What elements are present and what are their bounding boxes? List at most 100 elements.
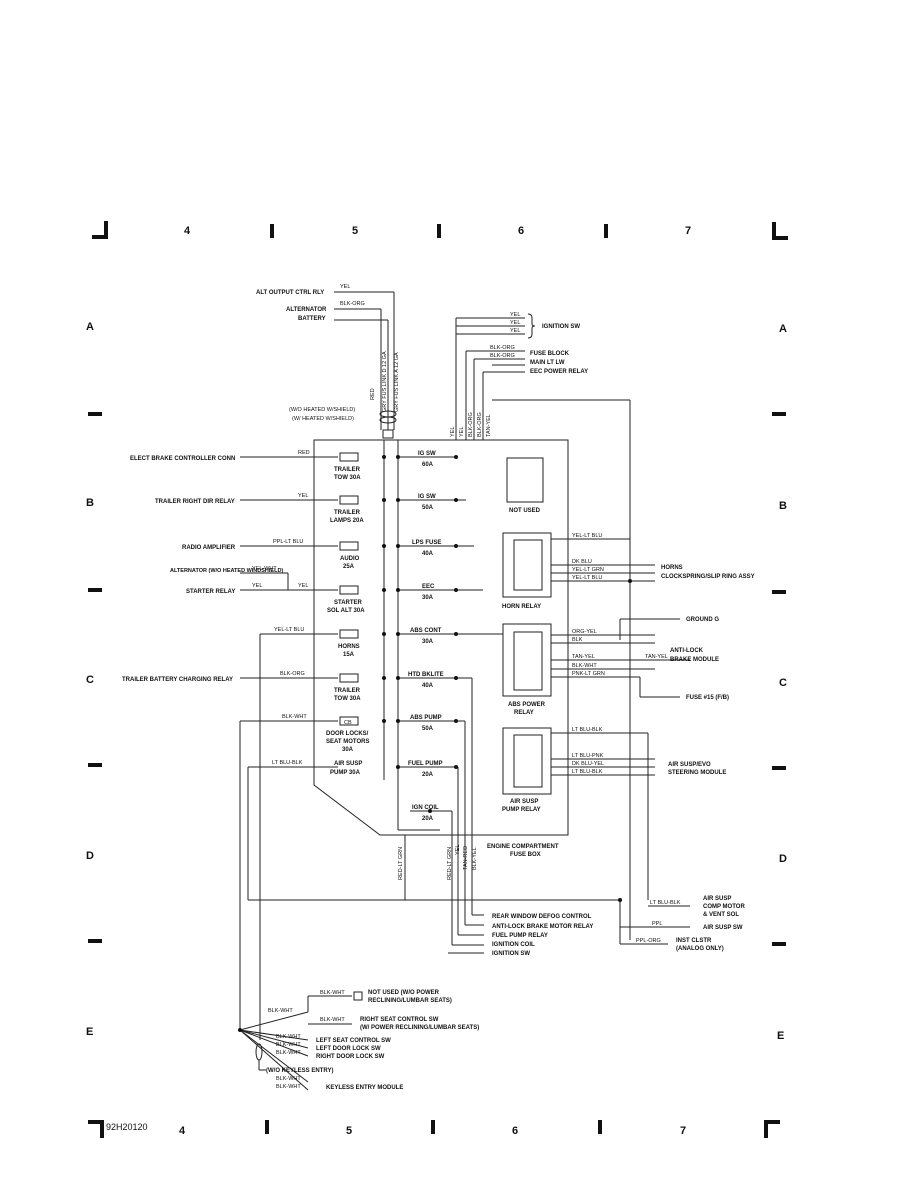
- eec-power-relay-label: EEC POWER RELAY: [530, 369, 588, 375]
- wire-air-4: LT BLU-BLK: [572, 769, 603, 775]
- comp-motor-label-1: AIR SUSP: [703, 896, 731, 902]
- fuse-box-outline: ENGINE COMPARTMENT FUSE BOX: [313, 399, 631, 940]
- alternator-wo-heated-label: ALTERNATOR (W/O HEATED WINDSHIELD): [170, 568, 283, 574]
- starter-relay-label: STARTER RELAY: [186, 589, 235, 595]
- wire-blk-wht-3: BLK-WHT: [320, 1017, 345, 1023]
- fuse-horns-name: HORNS: [338, 644, 360, 650]
- fuse-15-label: FUSE #15 (F/B): [686, 695, 729, 701]
- comp-motor-label-3: & VENT SOL: [703, 912, 739, 918]
- col-label-top-7: 7: [685, 225, 691, 237]
- relays: NOT USED HORN RELAY ABS POWER RELAY AIR …: [502, 457, 552, 813]
- abs-module-label-2: BRAKE MODULE: [670, 657, 719, 663]
- wire-lt-blu-blk-left: LT BLU-BLK: [272, 760, 303, 766]
- fuse-audio-name: AUDIO: [340, 556, 360, 562]
- tick-right-4: [772, 942, 786, 946]
- bottom-outputs: RED-LT GRN RED-LT GRN YEL TAN-RED BLK-YE…: [398, 835, 593, 957]
- tick-bottom-3: [598, 1120, 602, 1134]
- row-label-left-b: B: [86, 497, 94, 509]
- ignition-coil-label: IGNITION COIL: [492, 942, 535, 948]
- ignition-sw-label: IGNITION SW: [542, 324, 580, 330]
- row-label-left-d: D: [86, 850, 94, 862]
- fuse-ig-sw-50-rating: 50A: [422, 505, 434, 511]
- wire-abs-5: PNK-LT GRN: [572, 671, 605, 677]
- fuse-trailer-tow-rating: TOW 30A: [334, 475, 361, 481]
- battery-label: BATTERY: [298, 316, 326, 322]
- bottom-left-connections: BLK-WHT BLK-WHT BLK-WHT NOT USED (W/O PO…: [239, 721, 479, 1091]
- tick-left-1: [88, 412, 102, 416]
- fuel-pump-relay-label: FUEL PUMP RELAY: [492, 933, 548, 939]
- fuse-door-locks-extra: 30A: [342, 747, 354, 753]
- wire-horn-1: YEL-LT BLU: [572, 533, 602, 539]
- wire-yel-starter-2: YEL: [298, 583, 308, 589]
- vwire-yel-bottom: YEL: [455, 845, 461, 855]
- wire-yel-lt-blu-left: YEL-LT BLU: [274, 627, 304, 633]
- fuses-left: TRAILER TOW 30A TRAILER LAMPS 20A AUDIO …: [326, 452, 369, 776]
- wire-red-vertical: RED: [370, 388, 376, 400]
- row-label-left-c: C: [86, 674, 94, 686]
- horn-relay-label: HORN RELAY: [502, 604, 541, 610]
- elect-brake-controller-label: ELECT BRAKE CONTROLLER CONN: [130, 456, 235, 462]
- fuse-abs-cont-name: ABS CONT: [410, 628, 442, 634]
- row-label-right-a: A: [779, 323, 787, 335]
- fuse-air-susp-rating: PUMP 30A: [330, 770, 361, 776]
- not-used-seats-label-2: RECLINING/LUMBAR SEATS): [368, 998, 452, 1004]
- fuse-trailer-tow2-rating: TOW 30A: [334, 696, 361, 702]
- junction-dots: [238, 455, 632, 1032]
- wire-blk-org-1: BLK-ORG: [490, 345, 515, 351]
- col-label-bottom-6: 6: [512, 1125, 518, 1137]
- wire-blk-wht-8: BLK-WHT: [276, 1084, 301, 1090]
- w-heated-shield-label: (W/ HEATED W/SHIELD): [292, 416, 354, 422]
- wo-heated-shield-label: (W/O HEATED W/SHIELD): [289, 407, 355, 413]
- fuse-air-susp-name: AIR SUSP: [334, 761, 362, 767]
- wire-abs-3: TAN-YEL: [572, 654, 595, 660]
- col-label-top-6: 6: [518, 225, 524, 237]
- row-label-left-a: A: [86, 321, 94, 333]
- vwire-red-lt-grn-1: RED-LT GRN: [398, 847, 404, 880]
- fuse-lps-rating: 40A: [422, 551, 434, 557]
- vwire-blk-org-2: BLK-ORG: [477, 412, 483, 437]
- wire-tan-yel-right: TAN-YEL: [645, 654, 668, 660]
- corner-mark-top-left: [92, 221, 108, 239]
- corner-mark-bottom-left: [88, 1120, 104, 1138]
- tick-left-2: [88, 588, 102, 592]
- fuse-box-label-1: ENGINE COMPARTMENT: [487, 844, 559, 850]
- comp-motor-label-2: COMP MOTOR: [703, 904, 745, 910]
- air-susp-sw-label: AIR SUSP SW: [703, 925, 743, 931]
- main-lt-lw-label: MAIN LT LW: [530, 360, 565, 366]
- air-susp-evo-label-2: STEERING MODULE: [668, 770, 726, 776]
- row-label-right-d: D: [779, 853, 787, 865]
- fuse-trailer-lamps-rating: LAMPS 20A: [330, 518, 364, 524]
- ignition-sw-bottom-label: IGNITION SW: [492, 951, 530, 957]
- row-label-left-e: E: [86, 1026, 93, 1038]
- wire-blk-wht-4: BLK-WHT: [276, 1034, 301, 1040]
- row-label-right-c: C: [779, 677, 787, 689]
- col-label-bottom-7: 7: [680, 1125, 686, 1137]
- air-susp-relay-label-2: PUMP RELAY: [502, 807, 541, 813]
- tick-right-1: [772, 412, 786, 416]
- tick-top-2: [437, 224, 441, 238]
- row-label-right-e: E: [777, 1030, 784, 1042]
- wire-horn-2: DK BLU: [572, 559, 592, 565]
- abs-module-label-1: ANTI-LOCK: [670, 648, 704, 654]
- alt-output-ctrl-rly-label: ALT OUTPUT CTRL RLY: [256, 290, 324, 296]
- tick-right-3: [772, 766, 786, 770]
- right-door-label: RIGHT DOOR LOCK SW: [316, 1054, 385, 1060]
- wire-blk-org-2: BLK-ORG: [490, 353, 515, 359]
- fuse-ig-sw-60-name: IG SW: [418, 451, 436, 457]
- tick-left-4: [88, 939, 102, 943]
- tick-top-1: [270, 224, 274, 238]
- wire-yel-2: YEL: [510, 320, 520, 326]
- fuse-htd-bklite-name: HTD BKLITE: [408, 672, 444, 678]
- col-label-bottom-4: 4: [179, 1125, 186, 1137]
- wire-ppl-org: PPL-ORG: [636, 938, 661, 944]
- tick-right-2: [772, 590, 786, 594]
- abs-power-relay-label-1: ABS POWER: [508, 702, 546, 708]
- left-door-label: LEFT DOOR LOCK SW: [316, 1046, 381, 1052]
- rear-window-defog-label: REAR WINDOW DEFOG CONTROL: [492, 914, 592, 920]
- radio-amplifier-label: RADIO AMPLIFIER: [182, 545, 236, 551]
- fuse-eec-rating: 30A: [422, 595, 434, 601]
- tick-left-3: [88, 763, 102, 767]
- left-seat-label: LEFT SEAT CONTROL SW: [316, 1038, 391, 1044]
- wire-ppl: PPL: [652, 921, 662, 927]
- fuse-abs-pump-name: ABS PUMP: [410, 715, 442, 721]
